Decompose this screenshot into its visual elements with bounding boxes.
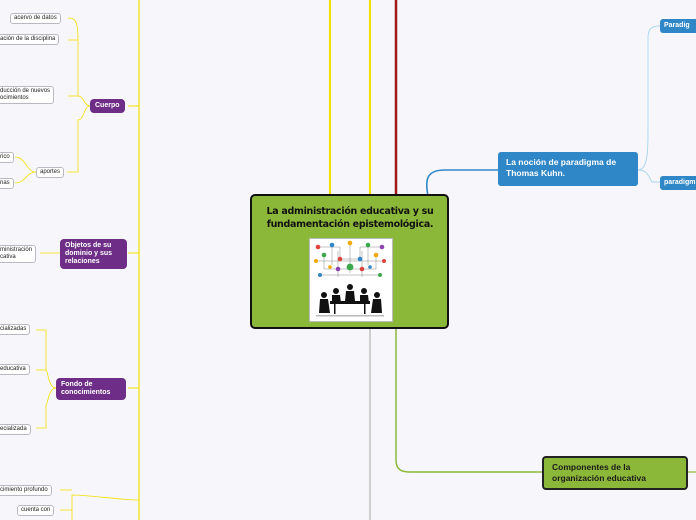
central-title: La administración educativa y su fundame… xyxy=(266,206,434,230)
leaf-educativa[interactable]: educativa xyxy=(0,364,30,375)
leaf-rico[interactable]: rico xyxy=(0,152,14,163)
meeting-network-illustration xyxy=(309,238,393,322)
leaf-conocimiento-profundo[interactable]: cimiento profundo xyxy=(0,485,52,496)
leaf-acervo-de-datos[interactable]: acervo de datos xyxy=(10,13,61,24)
topic-fondo-de-conocimientos[interactable]: Fondo de conocimientos xyxy=(56,378,126,400)
central-topic[interactable]: La administración educativa y su fundame… xyxy=(250,194,449,329)
subtopic-paradigma-2[interactable]: paradigm xyxy=(660,176,696,190)
leaf-nuevos-conocimientos[interactable]: ducción de nuevos ocimientos xyxy=(0,86,55,104)
leaf-especializada[interactable]: ecializada xyxy=(0,424,31,435)
topic-cuerpo[interactable]: Cuerpo xyxy=(90,99,125,113)
leaf-aportes[interactable]: aportes xyxy=(36,167,65,178)
people-network-icon xyxy=(314,240,386,317)
leaf-especializadas[interactable]: cializadas xyxy=(0,324,31,335)
leaf-disciplina[interactable]: ación de la disciplina xyxy=(0,34,60,45)
leaf-nas[interactable]: nas xyxy=(0,178,14,189)
topic-paradigma-kuhn[interactable]: La noción de paradigma de Thomas Kuhn. xyxy=(498,152,638,186)
topic-objetos[interactable]: Objetos de su dominio y sus relaciones xyxy=(60,239,127,269)
topic-componentes-organizacion[interactable]: Componentes de la organización educativa xyxy=(542,456,688,490)
leaf-cuenta-con[interactable]: cuenta con xyxy=(17,505,55,516)
leaf-administracion-educativa[interactable]: ministración cativa xyxy=(0,245,37,263)
subtopic-paradigma-1[interactable]: Paradig xyxy=(660,19,696,33)
